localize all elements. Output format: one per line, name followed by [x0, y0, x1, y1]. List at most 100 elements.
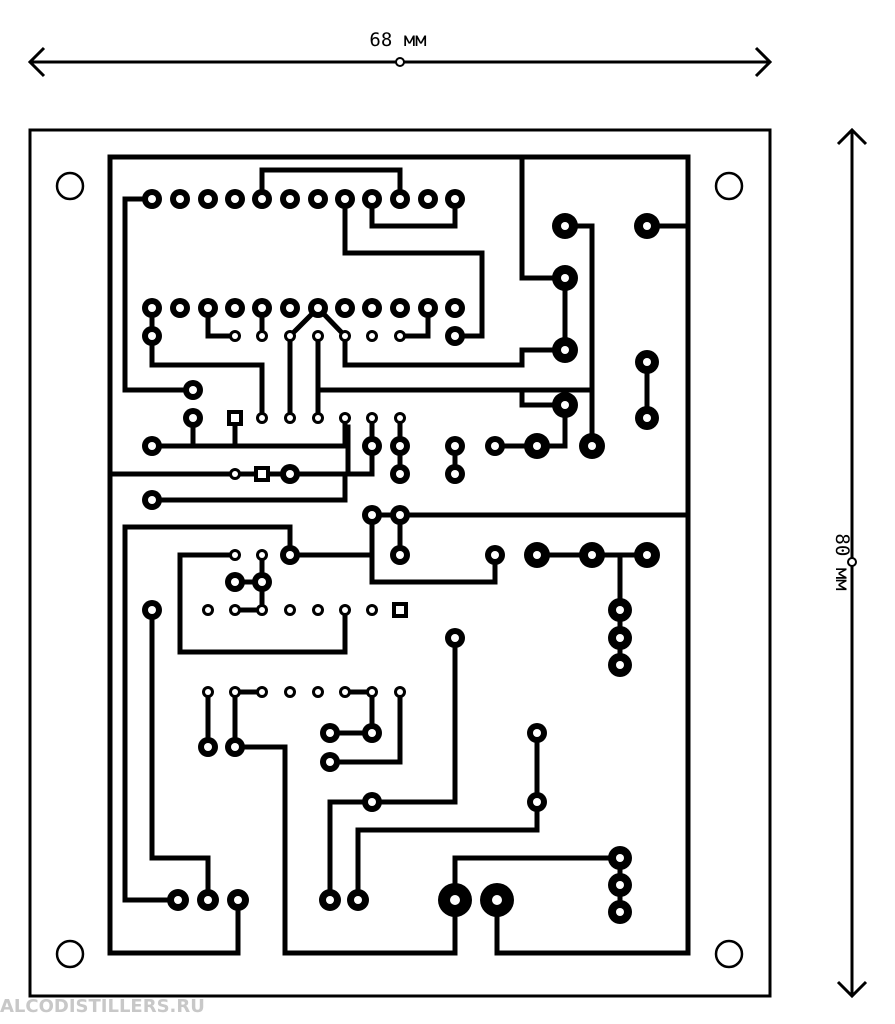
trace: [122, 524, 293, 903]
pad: [339, 604, 351, 616]
pad: [634, 213, 660, 239]
mounting-hole: [55, 171, 85, 201]
pad: [394, 330, 406, 342]
pad: [280, 298, 300, 318]
pad: [312, 686, 324, 698]
pad: [312, 330, 324, 342]
pad: [280, 189, 300, 209]
pad: [142, 490, 162, 510]
pad: [225, 737, 245, 757]
mounting-hole: [714, 939, 744, 969]
pad: [480, 883, 514, 917]
trace: [369, 635, 458, 805]
pad: [335, 298, 355, 318]
mounting-hole: [714, 171, 744, 201]
pad: [142, 298, 162, 318]
pad: [256, 604, 268, 616]
pad: [170, 189, 190, 209]
pad: [312, 604, 324, 616]
pad: [445, 189, 465, 209]
pad: [394, 686, 406, 698]
pad: [390, 505, 410, 525]
pad: [552, 265, 578, 291]
pad: [390, 298, 410, 318]
pad: [229, 330, 241, 342]
width-dimension-label: 68 мм: [369, 29, 426, 51]
pad: [579, 433, 605, 459]
trace: [342, 196, 485, 339]
trace: [107, 154, 691, 956]
pad: [256, 330, 268, 342]
site-watermark: ALCODISTILLERS.RU: [0, 996, 205, 1017]
pad: [634, 542, 660, 568]
pad: [362, 505, 382, 525]
pad: [202, 686, 214, 698]
pad: [183, 408, 203, 428]
pad: [308, 189, 328, 209]
pad: [183, 380, 203, 400]
trace: [355, 799, 540, 903]
pad: [308, 298, 328, 318]
pad: [198, 737, 218, 757]
pad: [362, 792, 382, 812]
pad: [527, 723, 547, 743]
pad: [280, 464, 300, 484]
pad: [552, 392, 578, 418]
pad: [198, 298, 218, 318]
pad: [445, 628, 465, 648]
pad: [347, 889, 369, 911]
pad: [390, 436, 410, 456]
pad: [284, 412, 296, 424]
pad: [524, 542, 550, 568]
trace: [369, 512, 498, 585]
trace: [149, 607, 211, 903]
pad: [362, 723, 382, 743]
pad: [227, 889, 249, 911]
square-pad: [227, 410, 243, 426]
pad: [394, 412, 406, 424]
trace: [315, 387, 595, 449]
trace: [327, 799, 375, 903]
pad: [197, 889, 219, 911]
pad: [225, 572, 245, 592]
mounting-holes: [55, 171, 744, 969]
pad: [284, 330, 296, 342]
height-dimension: [836, 127, 868, 999]
trace: [149, 415, 348, 449]
pad: [256, 412, 268, 424]
pad: [339, 330, 351, 342]
pad: [142, 326, 162, 346]
pad: [142, 600, 162, 620]
pad: [608, 900, 632, 924]
pad: [284, 604, 296, 616]
pad: [339, 412, 351, 424]
pad: [229, 549, 241, 561]
pad: [445, 326, 465, 346]
pad: [527, 792, 547, 812]
pad: [366, 686, 378, 698]
pad: [362, 298, 382, 318]
trace: [519, 154, 568, 281]
pad: [320, 752, 340, 772]
trace: [452, 855, 623, 915]
trace: [519, 387, 568, 408]
pad: [608, 873, 632, 897]
pad: [418, 298, 438, 318]
trace: [327, 689, 403, 765]
pad: [252, 189, 272, 209]
pad: [390, 464, 410, 484]
trace: [149, 443, 375, 503]
trace: [177, 552, 348, 655]
pad: [485, 436, 505, 456]
width-dimension: [27, 46, 773, 78]
pad: [142, 189, 162, 209]
trace: [149, 333, 265, 421]
pad: [390, 189, 410, 209]
pad: [229, 468, 241, 480]
pad: [635, 350, 659, 374]
pad: [252, 298, 272, 318]
pad: [362, 189, 382, 209]
pad: [335, 189, 355, 209]
trace: [122, 196, 196, 393]
